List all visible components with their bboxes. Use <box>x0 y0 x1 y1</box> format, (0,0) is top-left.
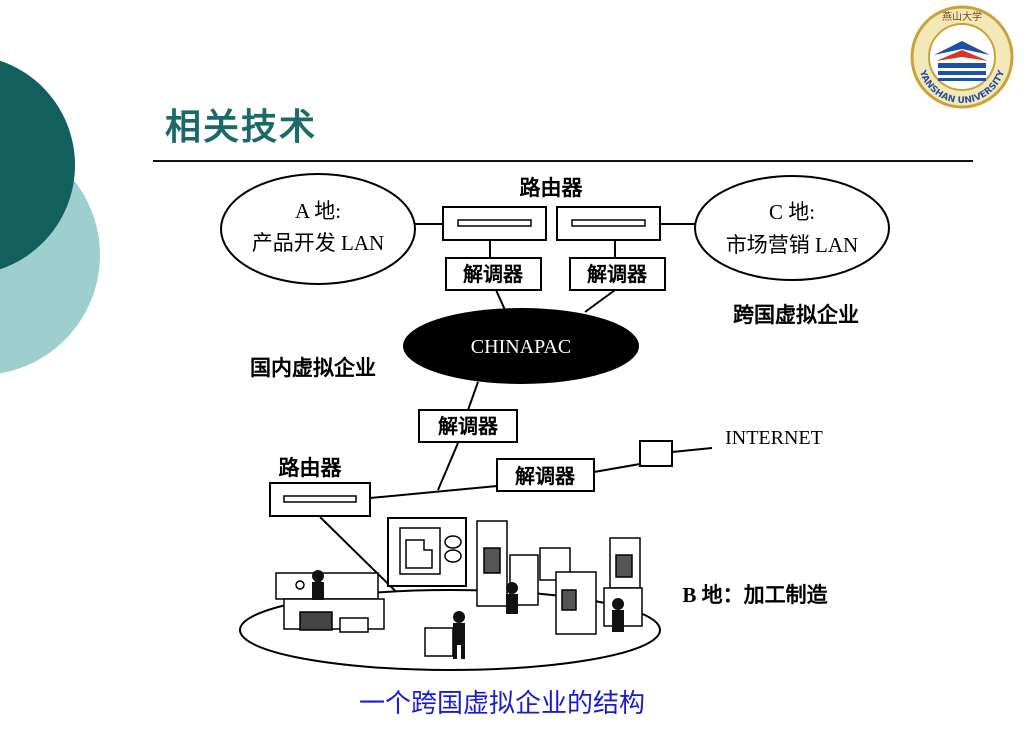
modem-2-label: 解调器 <box>587 262 648 286</box>
router-top-right <box>556 206 661 241</box>
router-top-left <box>442 206 547 241</box>
modem-1: 解调器 <box>445 257 542 291</box>
site-b-label: B 地：加工制造 <box>682 583 828 607</box>
internet-node: INTERNET <box>639 427 823 467</box>
site-a-lan: A 地: 产品开发 LAN <box>220 173 416 285</box>
site-b-factory <box>239 517 661 671</box>
site-c-line1: C 地: <box>769 200 815 224</box>
modem-3: 解调器 <box>418 409 518 443</box>
modem-1-label: 解调器 <box>463 262 524 286</box>
workers <box>312 570 624 659</box>
logo-top-text: 燕山大学 <box>942 10 982 23</box>
transnational-label: 跨国虚拟企业 <box>733 303 859 327</box>
site-a-line2: 产品开发 LAN <box>252 231 384 255</box>
yanshan-university-logo: 燕山大学 YANSHAN UNIVERSITY <box>910 5 1014 109</box>
router-top-label: 路由器 <box>520 176 584 200</box>
site-a-line1: A 地: <box>295 199 341 223</box>
modem-4: 解调器 <box>496 458 595 492</box>
slide-title: 相关技术 <box>165 107 318 148</box>
decorative-circles <box>0 60 100 374</box>
lathe-machine <box>275 572 385 633</box>
modem-4-label: 解调器 <box>515 464 576 488</box>
internet-label: INTERNET <box>725 427 823 449</box>
chinapac-label: CHINAPAC <box>471 336 571 358</box>
router-left-label: 路由器 <box>279 456 343 480</box>
diagram-caption: 一个跨国虚拟企业的结构 <box>358 689 645 719</box>
milling-machines <box>476 520 643 635</box>
router-left <box>269 482 371 517</box>
chinapac-network: CHINAPAC <box>403 308 639 384</box>
site-c-lan: C 地: 市场营销 LAN <box>694 175 890 281</box>
domestic-label: 国内虚拟企业 <box>250 356 376 380</box>
modem-3-label: 解调器 <box>438 414 499 438</box>
dark-teal-circle <box>0 60 75 270</box>
site-c-line2: 市场营销 LAN <box>726 233 858 257</box>
title-divider <box>153 160 973 162</box>
modem-2: 解调器 <box>569 257 666 291</box>
